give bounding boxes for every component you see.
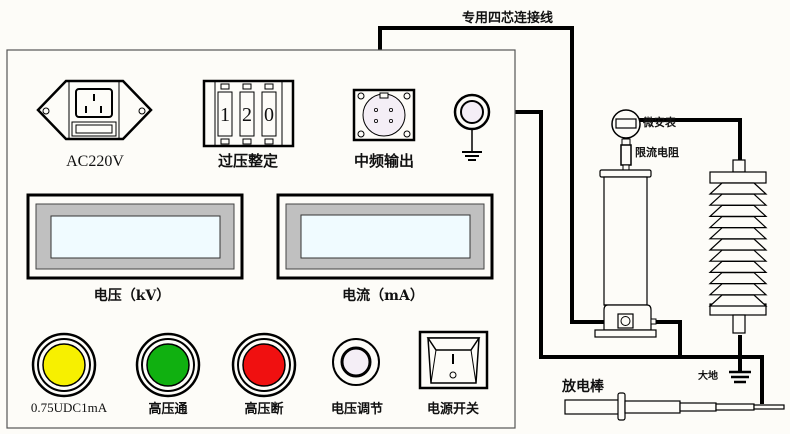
current-display-label: 电流（mA） xyxy=(342,287,424,304)
mf-output-label: 中频输出 xyxy=(354,152,414,170)
hv-on-light xyxy=(146,343,190,387)
discharge-rod[interactable] xyxy=(564,392,785,421)
hv-generator xyxy=(594,169,657,338)
arrester-shed xyxy=(708,249,768,262)
hv-off-label: 高压断 xyxy=(244,401,283,417)
arrester-shed xyxy=(708,272,768,285)
voltage-display-label: 电压（kV） xyxy=(94,287,171,304)
svg-text:1: 1 xyxy=(220,104,230,126)
overvoltage-label: 过压整定 xyxy=(218,152,278,170)
thumbwheel-digit[interactable]: 1 xyxy=(217,83,233,145)
lamp-075udc-light xyxy=(42,343,86,387)
svg-text:0: 0 xyxy=(264,104,274,126)
voltage-adjust-label: 电压调节 xyxy=(331,401,383,417)
voltage-display xyxy=(26,193,244,280)
resistor-label: 限流电阻 xyxy=(635,145,679,159)
cable-label: 专用四芯连接线 xyxy=(462,10,553,26)
current-limiting-resistor xyxy=(620,138,632,171)
arrester-shed xyxy=(708,193,768,206)
arrester-shed xyxy=(708,216,768,229)
four-core-cable xyxy=(378,26,610,324)
signal-socket[interactable] xyxy=(453,93,491,131)
arrester-shed xyxy=(708,260,768,273)
arrester-shed xyxy=(708,227,768,240)
hv-off-light xyxy=(242,343,286,387)
voltage-adjust-knob[interactable] xyxy=(332,338,380,386)
thumbwheel-digit[interactable]: 2 xyxy=(239,83,255,145)
power-socket-label: AC220V xyxy=(66,153,124,170)
connector-face xyxy=(362,93,406,137)
ground-wire xyxy=(655,320,764,404)
arrester-shed xyxy=(708,238,768,251)
arrester-shed xyxy=(708,182,768,195)
hv-on-label: 高压通 xyxy=(148,401,187,417)
hv-on-button[interactable] xyxy=(135,332,201,398)
mf-output-connector[interactable] xyxy=(352,88,416,142)
microammeter xyxy=(611,109,641,139)
ground-symbol-icon xyxy=(462,129,482,161)
lamp-075udc-label: 0.75UDC1mA xyxy=(31,400,108,415)
ground-label: 大地 xyxy=(698,369,718,382)
arrester-shed xyxy=(708,283,768,296)
earth-ground-icon xyxy=(729,370,751,384)
arrester xyxy=(708,159,768,334)
power-switch[interactable] xyxy=(418,330,489,390)
thumbwheel-digit[interactable]: 0 xyxy=(261,83,277,145)
microammeter-label: 微安表 xyxy=(642,115,677,129)
lamp-075udc xyxy=(31,332,97,398)
current-display xyxy=(276,193,494,280)
arrester-shed xyxy=(708,204,768,217)
discharge-rod-label: 放电棒 xyxy=(561,378,605,395)
power-socket[interactable] xyxy=(36,79,153,141)
arrester-shed xyxy=(708,294,768,307)
power-switch-label: 电源开关 xyxy=(427,401,479,417)
hv-off-button[interactable] xyxy=(231,332,297,398)
svg-text:2: 2 xyxy=(242,104,252,126)
